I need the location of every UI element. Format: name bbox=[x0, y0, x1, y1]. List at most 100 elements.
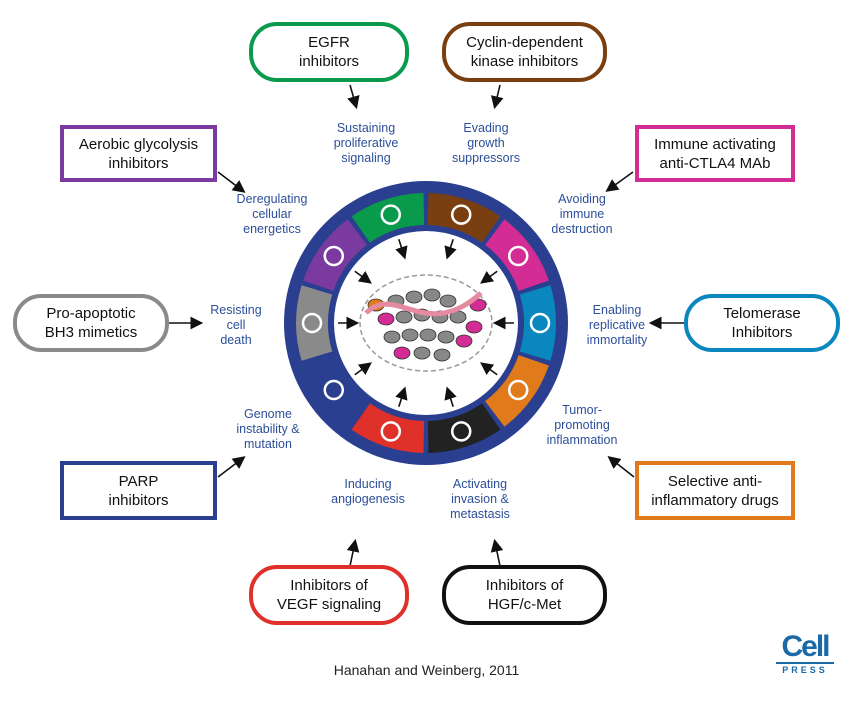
hallmark-text: instability & bbox=[236, 422, 300, 436]
avoiding-immune-destruction-icon bbox=[507, 245, 529, 267]
drug-box-cdk: Cyclin-dependent kinase inhibitors bbox=[442, 22, 607, 82]
drug-label: inhibitors bbox=[108, 154, 169, 172]
arrow-egfr bbox=[347, 84, 360, 110]
segment-replicative-immortality bbox=[519, 285, 556, 361]
proliferative-signaling-icon bbox=[380, 204, 402, 225]
drug-box-antiinflam: Selective anti- inflammatory drugs bbox=[635, 461, 795, 520]
inner-arrow bbox=[444, 239, 457, 260]
drug-label: PARP bbox=[118, 472, 159, 490]
tumor-cell bbox=[405, 290, 423, 304]
inner-arrow bbox=[480, 362, 498, 376]
tumor-cell bbox=[455, 334, 473, 348]
drug-label: Cyclin-dependent bbox=[466, 34, 583, 51]
arrow-cdk bbox=[490, 84, 504, 110]
segment-avoiding-immune-destruction bbox=[485, 219, 549, 291]
drug-label: Pro-apoptotic bbox=[46, 305, 136, 322]
drug-box-bh3: Pro-apoptotic BH3 mimetics bbox=[13, 294, 169, 352]
drug-label: Telomerase bbox=[723, 305, 801, 322]
hallmark-label-invasion: Activating invasion & metastasis bbox=[430, 477, 530, 522]
drug-label: Aerobic glycolysis bbox=[78, 135, 199, 153]
cell-press-logo: Cell PRESS bbox=[770, 632, 840, 676]
hallmark-label-inflammation: Tumor- promoting inflammation bbox=[532, 403, 632, 448]
hallmark-text: Evading bbox=[463, 121, 509, 135]
drug-label: HGF/c-Met bbox=[487, 596, 562, 613]
hallmark-text: cellular bbox=[252, 207, 292, 221]
hallmark-text: immortality bbox=[586, 333, 648, 347]
citation: Hanahan and Weinberg, 2011 bbox=[333, 662, 520, 678]
logo-text: Cell bbox=[781, 630, 830, 663]
tumor-cell bbox=[437, 330, 455, 344]
hallmark-text: Sustaining bbox=[336, 121, 396, 135]
hallmark-label-growth: Evading growth suppressors bbox=[436, 121, 536, 166]
hallmark-text: Activating bbox=[452, 477, 508, 491]
segment-tumor-promoting-inflammation bbox=[485, 355, 549, 427]
tumor-illustration bbox=[359, 274, 493, 372]
hallmark-text: growth bbox=[467, 136, 505, 150]
drug-arrows bbox=[168, 84, 684, 567]
tumor-cell bbox=[439, 294, 457, 308]
drug-label: Inhibitors of bbox=[485, 577, 564, 594]
arrow-immune bbox=[605, 171, 634, 192]
hallmark-label-angiogenesis: Inducing angiogenesis bbox=[318, 477, 418, 507]
hallmark-text: promoting bbox=[554, 418, 610, 432]
segment-deregulating-energetics bbox=[303, 219, 367, 291]
drug-box-vegf: Inhibitors of VEGF signaling bbox=[249, 565, 409, 625]
hallmark-text: Deregulating bbox=[236, 192, 308, 206]
evading-growth-suppressors-icon bbox=[450, 204, 472, 225]
hallmark-text: death bbox=[220, 333, 252, 347]
tumor-cell bbox=[395, 310, 413, 324]
drug-label: VEGF signaling bbox=[276, 596, 382, 613]
hallmark-text: angiogenesis bbox=[331, 492, 405, 506]
segment-proliferative-signaling bbox=[351, 193, 425, 243]
drug-label: EGFR bbox=[308, 34, 350, 51]
drug-label: anti-CTLA4 MAb bbox=[659, 154, 771, 172]
blood-vessel bbox=[364, 291, 483, 317]
inducing-angiogenesis-icon bbox=[380, 421, 402, 442]
arrow-antiinflam bbox=[607, 456, 635, 478]
drug-label: Immune activating bbox=[654, 135, 776, 153]
hallmark-text: Tumor- bbox=[562, 403, 602, 417]
hallmark-text: inflammation bbox=[546, 433, 618, 447]
hallmark-text: signaling bbox=[341, 151, 391, 165]
drug-box-glycolysis: Aerobic glycolysis inhibitors bbox=[60, 125, 217, 182]
replicative-immortality-icon bbox=[529, 312, 551, 334]
hallmark-text: Genome bbox=[244, 407, 292, 421]
hallmark-text: replicative bbox=[588, 318, 646, 332]
drug-box-hgf: Inhibitors of HGF/c-Met bbox=[442, 565, 607, 625]
arrow-parp bbox=[217, 456, 246, 478]
arrow-vegf bbox=[346, 538, 360, 567]
tumor-cell bbox=[377, 312, 395, 326]
hallmark-label-proliferative: Sustaining proliferative signaling bbox=[316, 121, 416, 166]
genome-instability-icon bbox=[323, 379, 345, 401]
segment-evading-growth-suppressors bbox=[427, 193, 501, 243]
hallmark-ring bbox=[284, 181, 568, 465]
resisting-cell-death-icon bbox=[301, 312, 323, 334]
drug-label: Inhibitors bbox=[731, 324, 793, 341]
drug-label: inhibitors bbox=[298, 53, 360, 70]
hallmark-label-death: Resisting cell death bbox=[196, 303, 276, 348]
arrow-glycolysis bbox=[217, 171, 246, 193]
tumor-cell bbox=[465, 320, 483, 334]
deregulating-energetics-icon bbox=[323, 245, 345, 267]
hallmark-text: metastasis bbox=[450, 507, 510, 521]
hallmark-text: energetics bbox=[243, 222, 301, 236]
segment-genome-instability bbox=[303, 355, 367, 427]
hallmark-text: Inducing bbox=[344, 477, 392, 491]
inner-arrow bbox=[354, 362, 372, 376]
hallmark-text: proliferative bbox=[333, 136, 399, 150]
drug-box-parp: PARP inhibitors bbox=[60, 461, 217, 520]
segment-inducing-angiogenesis bbox=[351, 403, 425, 453]
arrow-hgf bbox=[490, 538, 504, 567]
hallmark-label-genome: Genome instability & mutation bbox=[218, 407, 318, 452]
hallmark-text: suppressors bbox=[451, 151, 521, 165]
inner-arrow bbox=[395, 386, 408, 407]
hallmark-text: Enabling bbox=[592, 303, 642, 317]
drug-label: BH3 mimetics bbox=[44, 324, 138, 341]
logo-text: PRESS bbox=[776, 662, 834, 676]
inner-arrow bbox=[480, 270, 498, 284]
tumor-cell bbox=[419, 328, 437, 342]
tumor-cell bbox=[393, 346, 411, 360]
inner-arrow bbox=[444, 386, 457, 407]
drug-box-telomerase: Telomerase Inhibitors bbox=[684, 294, 840, 352]
